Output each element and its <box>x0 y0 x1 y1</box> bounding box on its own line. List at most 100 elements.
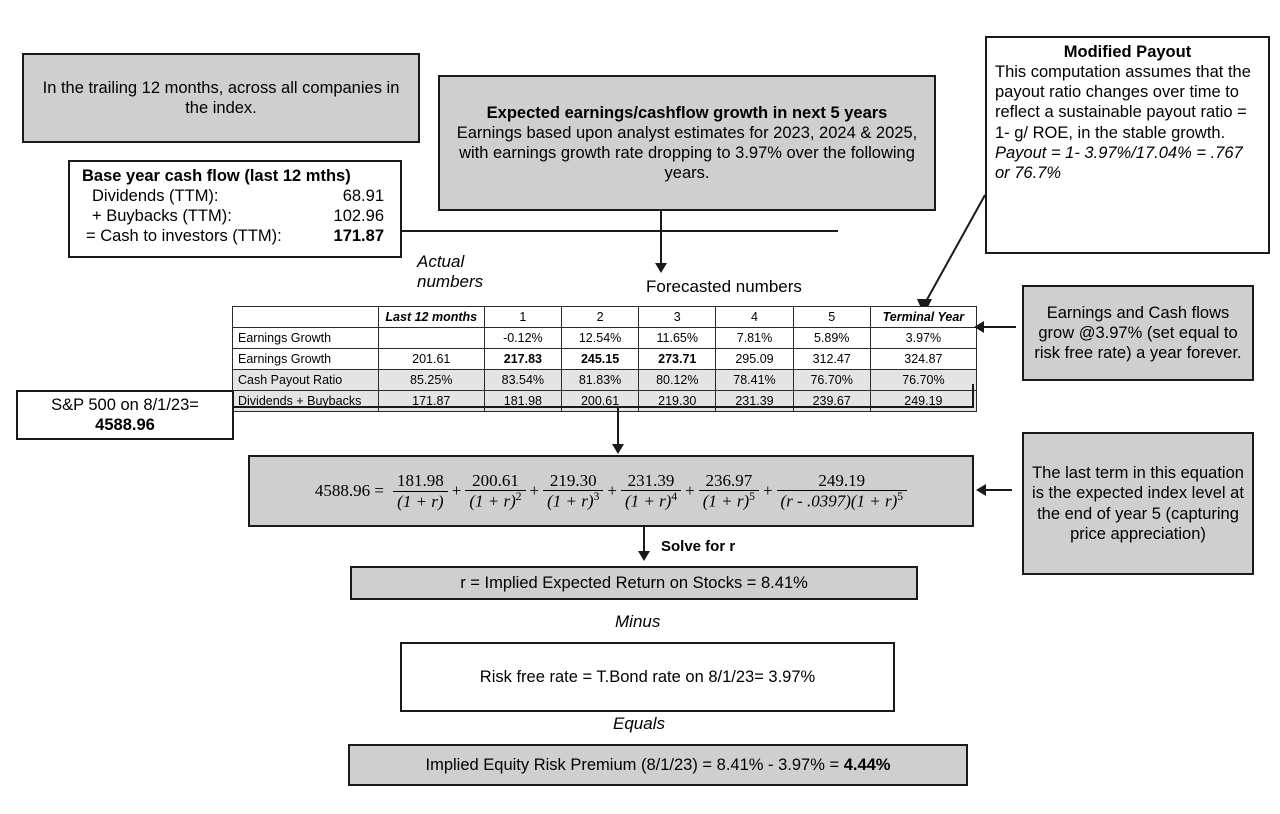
table-row-label: Earnings Growth <box>232 348 379 370</box>
result-implied-erp-text: Implied Equity Risk Premium (8/1/23) = 8… <box>350 755 966 775</box>
connector-terminal-horizontal <box>982 326 1016 328</box>
equation-exponent: 2 <box>515 490 522 504</box>
table-cell: 231.39 <box>715 390 794 412</box>
table-cell: 219.30 <box>638 390 717 412</box>
equation-exponent: 3 <box>593 490 600 504</box>
equation-operator: + <box>685 481 695 500</box>
base-year-dividends-value: 68.91 <box>342 187 384 206</box>
connector-equation-vertical <box>617 406 619 448</box>
table-cell: 3.97% <box>869 327 978 349</box>
table-cell: 76.70% <box>869 369 978 391</box>
table-cell: 85.25% <box>377 369 485 391</box>
table-row-label: Cash Payout Ratio <box>232 369 379 391</box>
equation-term: 181.98(1 + r) <box>393 471 448 511</box>
table-col-header: 3 <box>638 306 717 328</box>
label-actual-line2: numbers <box>417 272 484 291</box>
equation-numerator: 200.61 <box>472 471 519 491</box>
equation-denominator: (1 + r)2 <box>465 490 526 511</box>
equation-operator: + <box>607 481 617 500</box>
table-row-label: Dividends + Buybacks <box>232 390 379 412</box>
table-col-header <box>232 306 379 328</box>
equation-operator: + <box>762 481 773 500</box>
result-implied-erp: Implied Equity Risk Premium (8/1/23) = 8… <box>348 744 968 786</box>
note-terminal-growth: Earnings and Cash flows grow @3.97% (set… <box>1022 285 1254 381</box>
table-cell: 181.98 <box>483 390 562 412</box>
arrowhead-terminal-left <box>974 321 984 333</box>
result-risk-free-rate: Risk free rate = T.Bond rate on 8/1/23= … <box>400 642 895 712</box>
connector-solve-vertical <box>643 527 645 555</box>
table-cell: 324.87 <box>869 348 978 370</box>
equation-denominator: (1 + r)3 <box>543 490 604 511</box>
equation-term: 236.97(1 + r)5 <box>698 471 759 511</box>
table-col-header: 2 <box>560 306 640 328</box>
equation-term: 219.30(1 + r)3 <box>543 471 604 511</box>
arrowhead-lastterm-left <box>976 484 986 496</box>
table-col-header: 4 <box>715 306 794 328</box>
table-col-header: 1 <box>483 306 562 328</box>
base-year-cash-to-investors-value: 171.87 <box>333 227 384 246</box>
table-col-header: Terminal Year <box>869 306 978 328</box>
note-trailing-12-months-text: In the trailing 12 months, across all co… <box>42 78 400 117</box>
sp500-index-box: S&P 500 on 8/1/23= 4588.96 <box>16 390 234 440</box>
equation-lhs: 4588.96 = <box>314 481 384 500</box>
connector-index-right-drop <box>972 384 974 408</box>
equation-numerator: 231.39 <box>627 471 675 491</box>
table-cell: 217.83 <box>483 348 562 370</box>
equation-exponent: 4 <box>671 490 678 504</box>
label-actual-numbers: Actual numbers <box>417 252 483 292</box>
table-cell: 78.41% <box>715 369 794 391</box>
table-cell: -0.12% <box>483 327 562 349</box>
connector-baseyear-horizontal <box>402 230 838 232</box>
equation-term: 231.39(1 + r)4 <box>620 471 682 511</box>
equation-denominator: (1 + r)5 <box>698 490 759 511</box>
equation-numerator: 236.97 <box>705 471 753 491</box>
valuation-equation: 4588.96 = 181.98(1 + r)+200.61(1 + r)2+2… <box>314 471 908 511</box>
equation-denominator: (r - .0397)(1 + r)5 <box>776 490 908 511</box>
table-row: Earnings Growth-0.12%12.54%11.65%7.81%5.… <box>232 327 978 349</box>
equation-exponent: 5 <box>749 490 755 504</box>
equation-exponent: 5 <box>897 490 904 504</box>
equation-denominator: (1 + r) <box>393 490 448 511</box>
label-equals: Equals <box>613 714 665 733</box>
table-cell: 12.54% <box>560 327 640 349</box>
connector-growth-vertical <box>660 211 662 267</box>
forecast-table: Last 12 months 1 2 3 4 5 Terminal Year E… <box>232 306 978 412</box>
equation-numerator: 181.98 <box>397 471 444 491</box>
table-cell: 81.83% <box>560 369 640 391</box>
table-cell: 76.70% <box>792 369 871 391</box>
label-actual-line1: Actual <box>417 252 465 271</box>
table-col-header: 5 <box>792 306 871 328</box>
equation-denominator: (1 + r)4 <box>620 490 682 511</box>
result-implied-return: r = Implied Expected Return on Stocks = … <box>350 566 918 600</box>
table-cell: 200.61 <box>560 390 640 412</box>
table-cell <box>377 327 485 349</box>
base-year-row: = Cash to investors (TTM): 171.87 <box>78 226 392 246</box>
table-cell: 201.61 <box>377 348 485 370</box>
result-implied-return-text: r = Implied Expected Return on Stocks = … <box>460 573 808 592</box>
base-year-buybacks-label: + Buybacks (TTM): <box>92 207 232 226</box>
base-year-row: + Buybacks (TTM): 102.96 <box>78 206 392 226</box>
note-modified-payout: Modified Payout This computation assumes… <box>985 36 1270 254</box>
expected-growth-body: Earnings based upon analyst estimates fo… <box>456 123 918 183</box>
table-header-row: Last 12 months 1 2 3 4 5 Terminal Year <box>232 306 978 328</box>
note-last-term: The last term in this equation is the ex… <box>1022 432 1254 575</box>
table-cell: 7.81% <box>715 327 794 349</box>
table-cell: 312.47 <box>792 348 871 370</box>
table-cell: 239.67 <box>792 390 871 412</box>
note-terminal-growth-text: Earnings and Cash flows grow @3.97% (set… <box>1034 303 1242 363</box>
label-solve-for-r: Solve for r <box>661 538 736 555</box>
connector-lastterm-horizontal <box>982 489 1012 491</box>
equation-term: 200.61(1 + r)2 <box>465 471 526 511</box>
table-col-header: Last 12 months <box>377 306 485 328</box>
note-expected-growth: Expected earnings/cashflow growth in nex… <box>438 75 936 211</box>
table-cell: 273.71 <box>638 348 717 370</box>
valuation-equation-box: 4588.96 = 181.98(1 + r)+200.61(1 + r)2+2… <box>248 455 974 527</box>
connector-index-horizontal <box>226 406 974 408</box>
sp500-label: S&P 500 on 8/1/23= <box>51 395 199 414</box>
table-row-label: Earnings Growth <box>232 327 379 349</box>
note-trailing-12-months: In the trailing 12 months, across all co… <box>22 53 420 143</box>
modified-payout-formula: Payout = 1- 3.97%/17.04% = .767 or 76.7% <box>995 143 1243 182</box>
